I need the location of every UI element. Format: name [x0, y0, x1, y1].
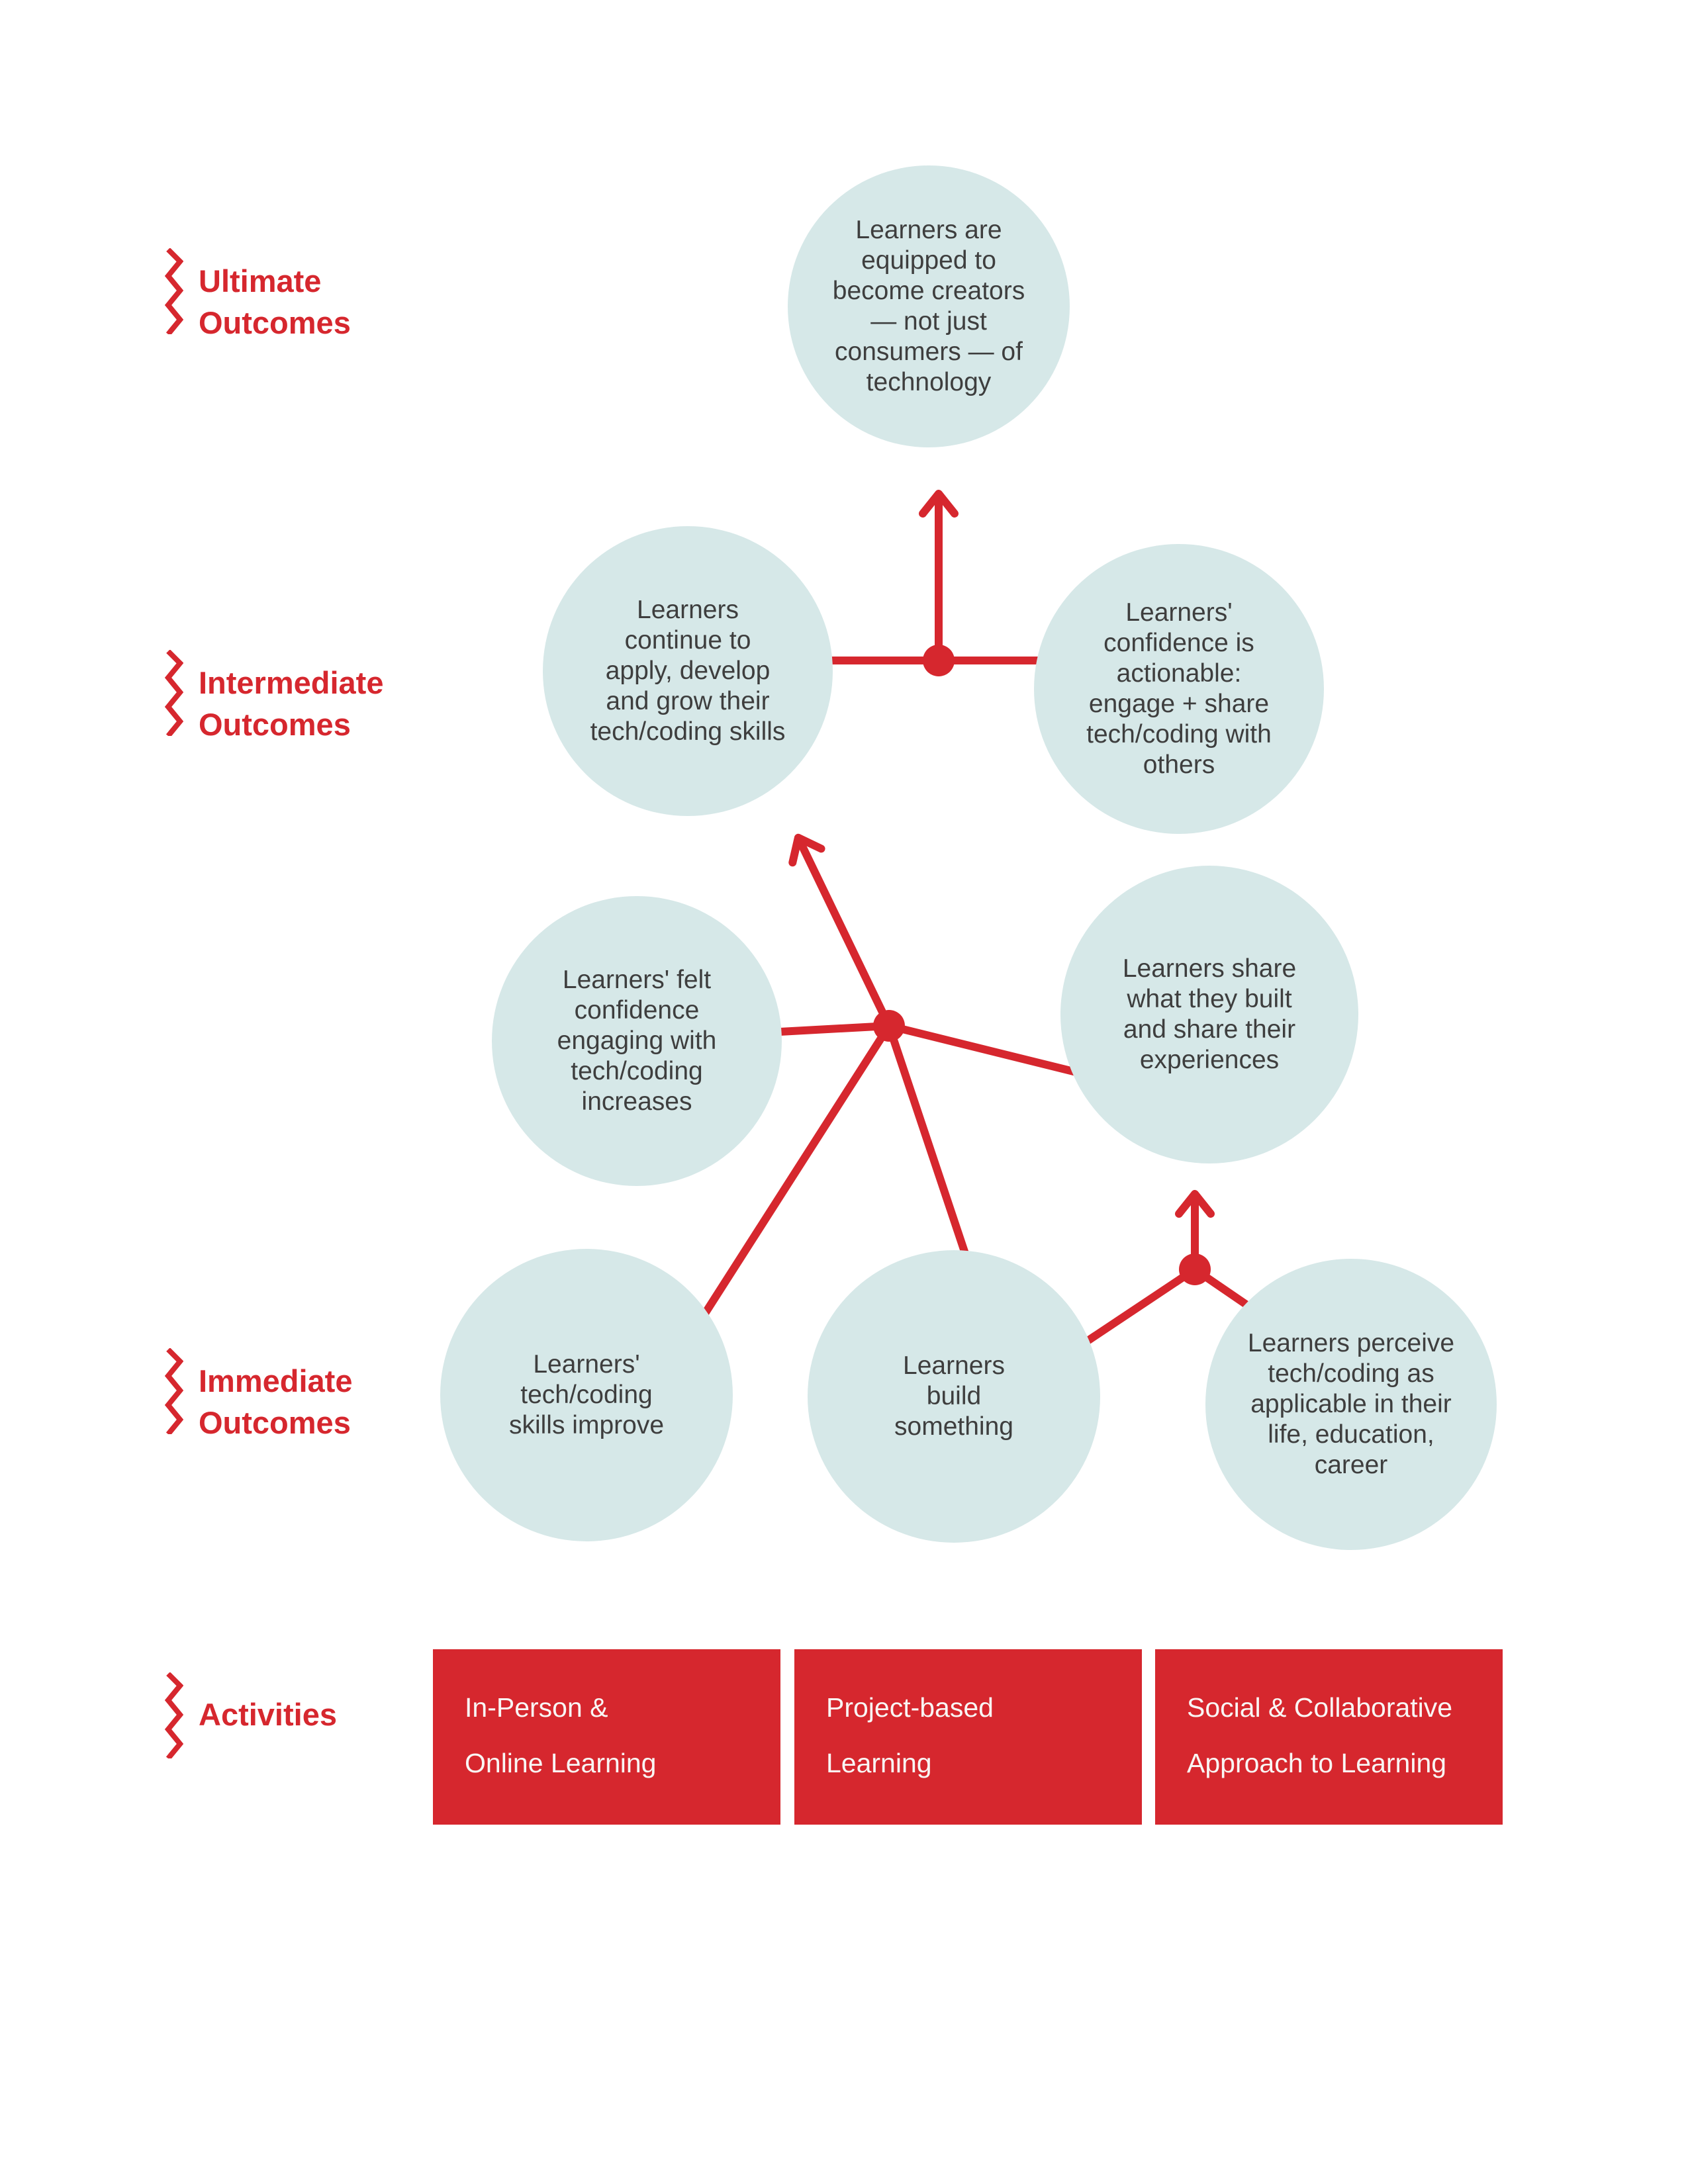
- row-label-line: Outcomes: [199, 707, 351, 742]
- connector-build-something: [885, 1024, 970, 1259]
- activity-box-social-collaborative: Social & Collaborative Approach to Learn…: [1155, 1649, 1503, 1825]
- squiggle-bracket-icon: [164, 1348, 183, 1434]
- squiggle-bracket-icon: [164, 248, 183, 334]
- node-skills-improve: Learners' tech/coding skills improve: [440, 1249, 733, 1541]
- node-text: Learners' tech/coding skills improve: [508, 1349, 665, 1439]
- activity-box-line: Learning: [826, 1748, 932, 1778]
- arrow-up-to-continue-icon: [788, 833, 893, 1028]
- activity-box-line: Project-based: [826, 1692, 994, 1723]
- connector-build-right: [1085, 1266, 1197, 1344]
- row-label-line: Activities: [199, 1697, 337, 1732]
- activity-box-project-based: Project-based Learning: [794, 1649, 1142, 1825]
- row-label-line: Ultimate: [199, 263, 322, 298]
- connector-felt-confidence: [779, 1022, 890, 1036]
- activity-box-in-person-online: In-Person & Online Learning: [433, 1649, 780, 1825]
- node-build-something: Learners build something: [808, 1250, 1100, 1543]
- node-text: Learners' confidence is actionable: enga…: [1086, 598, 1272, 780]
- activity-box-line: Social & Collaborative: [1187, 1692, 1453, 1723]
- junction-dot: [923, 645, 955, 676]
- junction-dot: [873, 1010, 905, 1042]
- row-label-line: Outcomes: [199, 305, 351, 340]
- node-share-what-they-built: Learners share what they built and share…: [1060, 866, 1358, 1163]
- node-text: Learners' felt confidence engaging with …: [557, 965, 717, 1116]
- connector-share-built: [888, 1022, 1088, 1079]
- squiggle-bracket-icon: [164, 1672, 183, 1758]
- node-felt-confidence-increases: Learners' felt confidence engaging with …: [492, 896, 782, 1186]
- squiggle-bracket-icon: [164, 650, 183, 736]
- activity-box-line: Approach to Learning: [1187, 1748, 1447, 1778]
- connector-skills-improve: [692, 1023, 893, 1330]
- node-text: Learners perceive tech/coding as applica…: [1247, 1328, 1455, 1480]
- activity-box-line: In-Person &: [465, 1692, 608, 1723]
- node-text: Learners are equipped to become creators…: [832, 215, 1025, 397]
- row-label-line: Immediate: [199, 1363, 353, 1398]
- activity-box-line: Online Learning: [465, 1748, 657, 1778]
- node-text: Learners build something: [894, 1351, 1013, 1441]
- junction-dot: [1179, 1253, 1211, 1285]
- node-perceive-applicable: Learners perceive tech/coding as applica…: [1205, 1259, 1497, 1550]
- node-text: Learners share what they built and share…: [1122, 954, 1297, 1075]
- row-label-line: Intermediate: [199, 665, 384, 700]
- row-label-ultimate-outcomes: Ultimate Outcomes: [199, 260, 351, 343]
- node-text: Learners continue to apply, develop and …: [590, 595, 786, 747]
- node-confidence-actionable: Learners' confidence is actionable: enga…: [1034, 544, 1324, 834]
- node-continue-grow-skills: Learners continue to apply, develop and …: [543, 526, 833, 816]
- row-label-immediate-outcomes: Immediate Outcomes: [199, 1360, 352, 1443]
- node-ultimate-creators: Learners are equipped to become creators…: [788, 165, 1070, 447]
- row-label-activities: Activities: [199, 1694, 337, 1735]
- row-label-intermediate-outcomes: Intermediate Outcomes: [199, 662, 383, 745]
- row-label-line: Outcomes: [199, 1405, 351, 1440]
